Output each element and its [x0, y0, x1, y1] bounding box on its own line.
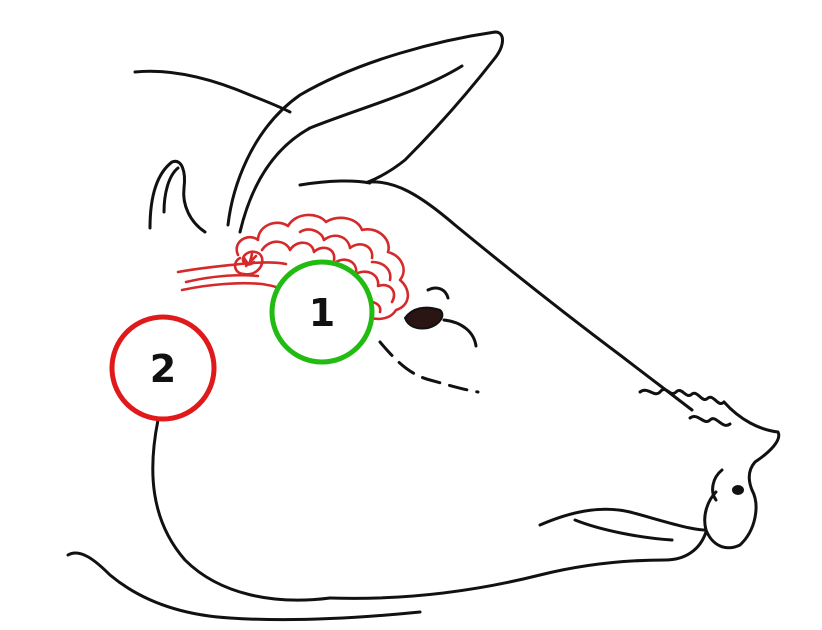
mouth — [540, 509, 706, 530]
eye — [405, 308, 442, 329]
marker-2-label: 2 — [150, 347, 176, 391]
snout-disc — [705, 490, 756, 548]
ear-base-fold — [300, 181, 370, 185]
brainstem-upper — [178, 263, 286, 273]
nostril — [732, 485, 744, 495]
front-ear-inner — [240, 66, 462, 232]
front-ear — [228, 32, 503, 225]
head-back-cheek — [153, 420, 330, 600]
head-top-and-face — [368, 182, 692, 410]
brain-gyri-2 — [300, 230, 372, 258]
brainstem-mid — [186, 275, 258, 282]
marker-1: 1 — [272, 262, 372, 362]
lower-jaw — [330, 532, 706, 598]
eyebrow — [428, 288, 448, 298]
marker-1-label: 1 — [309, 291, 335, 335]
back-ear — [150, 161, 205, 232]
back-line — [135, 71, 290, 112]
eye-lower-lid — [444, 320, 476, 346]
snout-disc-inner — [713, 470, 722, 500]
brain-gyri-1 — [262, 242, 334, 260]
back-ear-inner — [164, 168, 178, 212]
lower-lip — [575, 520, 672, 540]
snout-wrinkles-2 — [690, 416, 730, 425]
marker-2: 2 — [112, 317, 214, 419]
neck-line — [68, 553, 420, 620]
brain-gyri-4 — [372, 262, 390, 280]
cheek-fold-dashed — [380, 342, 478, 392]
snout-top — [724, 402, 779, 490]
